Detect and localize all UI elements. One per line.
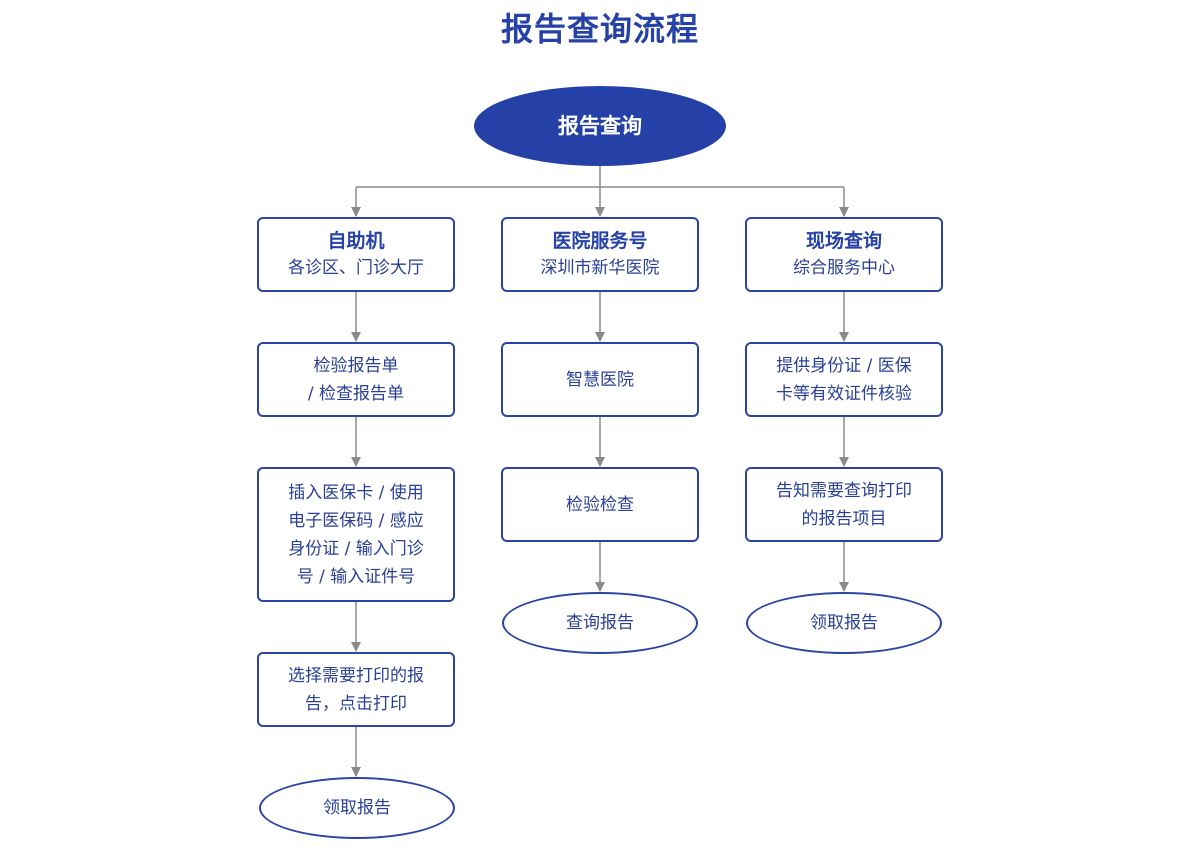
col3-step-1-node: 提供身份证 / 医保 卡等有效证件核验	[745, 342, 943, 417]
col1-header-subtitle: 各诊区、门诊大厅	[288, 257, 424, 278]
col2-step-1-node: 智慧医院	[501, 342, 699, 417]
col3-step-2-label: 告知需要查询打印 的报告项目	[776, 480, 912, 529]
col2-step-2-label: 检验检查	[566, 494, 634, 515]
col1-step-3-label: 选择需要打印的报 告，点击打印	[288, 665, 424, 714]
col3-header-title: 现场查询	[805, 229, 882, 252]
col3-end-label: 领取报告	[810, 613, 878, 633]
col1-step-2-node: 插入医保卡 / 使用 电子医保码 / 感应 身份证 / 输入门诊 号 / 输入证…	[257, 467, 455, 602]
col3-end-node: 领取报告	[746, 592, 942, 654]
col2-header-subtitle: 深圳市新华医院	[540, 257, 660, 278]
col1-step-1-label: 检验报告单 / 检查报告单	[307, 355, 405, 404]
col2-end-label: 查询报告	[566, 613, 634, 633]
col1-end-node: 领取报告	[259, 777, 455, 839]
col2-step-1-label: 智慧医院	[566, 369, 634, 390]
col2-header-title: 医院服务号	[552, 229, 648, 252]
col2-end-node: 查询报告	[502, 592, 698, 654]
col1-step-1-node: 检验报告单 / 检查报告单	[257, 342, 455, 417]
col2-step-2-node: 检验检查	[501, 467, 699, 542]
col1-step-3-node: 选择需要打印的报 告，点击打印	[257, 652, 455, 727]
col3-header-subtitle: 综合服务中心	[793, 257, 895, 278]
root-node-label: 报告查询	[558, 114, 642, 138]
root-node: 报告查询	[474, 86, 726, 166]
page-title: 报告查询流程	[500, 10, 699, 48]
col1-header-node: 自助机 各诊区、门诊大厅	[257, 217, 455, 292]
col3-header-node: 现场查询 综合服务中心	[745, 217, 943, 292]
col1-end-label: 领取报告	[323, 798, 391, 818]
col3-step-2-node: 告知需要查询打印 的报告项目	[745, 467, 943, 542]
col3-step-1-label: 提供身份证 / 医保 卡等有效证件核验	[776, 355, 912, 404]
col1-header-title: 自助机	[327, 229, 385, 252]
col2-header-node: 医院服务号 深圳市新华医院	[501, 217, 699, 292]
col1-step-2-label: 插入医保卡 / 使用 电子医保码 / 感应 身份证 / 输入门诊 号 / 输入证…	[288, 482, 424, 587]
